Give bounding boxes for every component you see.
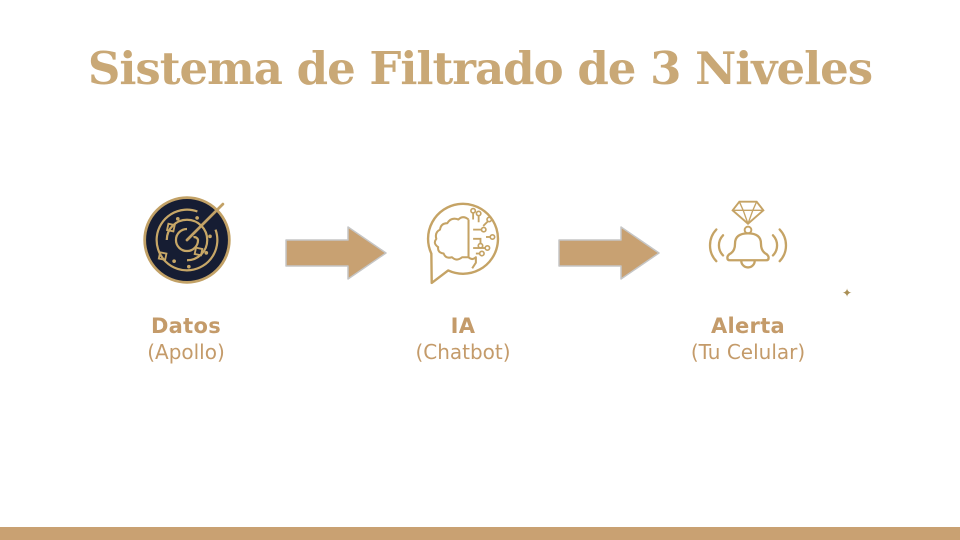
arrow-right-icon (285, 225, 388, 281)
step-label-datos: Datos (Apollo) (76, 313, 296, 366)
step-subtitle: (Apollo) (147, 340, 225, 364)
chatbot-brain-icon (417, 195, 509, 290)
radar-icon (141, 194, 233, 286)
step-subtitle: (Chatbot) (415, 340, 511, 364)
step-title: Alerta (710, 314, 786, 338)
slide-title: Sistema de Filtrado de 3 Niveles (87, 42, 873, 95)
step-label-ia: IA (Chatbot) (353, 313, 573, 366)
alert-bell-icon (695, 194, 801, 290)
step-title: IA (450, 314, 476, 338)
step-label-alerta: Alerta (Tu Celular) (638, 313, 858, 366)
footer-accent-bar (0, 527, 960, 540)
step-title: Datos (150, 314, 222, 338)
arrow-right-icon (558, 225, 661, 281)
step-subtitle: (Tu Celular) (690, 340, 806, 364)
sparkle-icon: ✦ (842, 286, 853, 300)
